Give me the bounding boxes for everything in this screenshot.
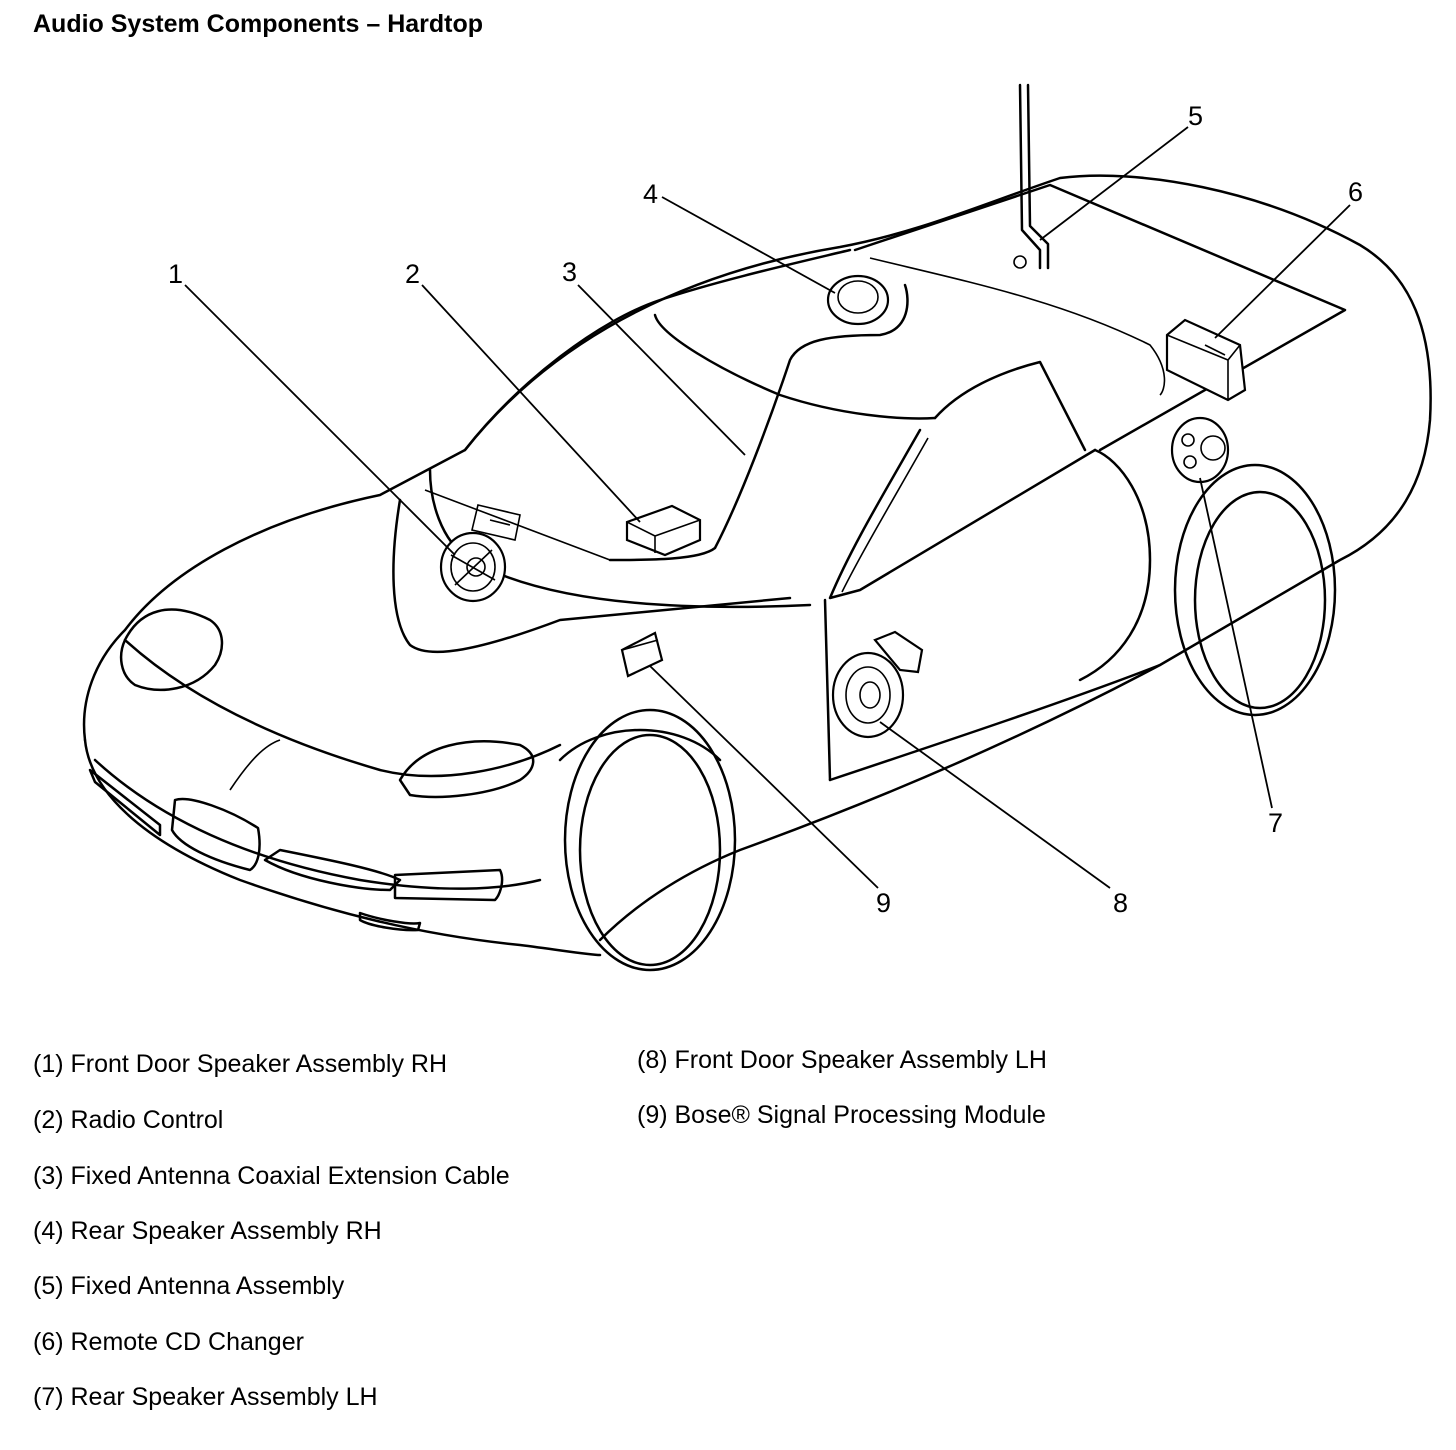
callout-2: 2 (405, 259, 420, 289)
legend-item-6: (6) Remote CD Changer (33, 1328, 304, 1356)
callout-4: 4 (643, 179, 658, 209)
legend-item-9: (9) Bose® Signal Processing Module (637, 1101, 1046, 1129)
legend-item-2: (2) Radio Control (33, 1106, 224, 1134)
legend-item-4: (4) Rear Speaker Assembly RH (33, 1217, 382, 1245)
car-body (82, 174, 1432, 972)
callout-3: 3 (562, 257, 577, 287)
callout-9: 9 (876, 888, 891, 918)
callout-7: 7 (1268, 808, 1283, 838)
fixed-antenna-icon (1013, 83, 1050, 270)
legend-item-1: (1) Front Door Speaker Assembly RH (33, 1050, 448, 1078)
car-audio-diagram: 1 2 3 4 5 6 7 8 9 (82, 83, 1432, 972)
rear-speaker-rh-icon (826, 274, 890, 326)
callout-5: 5 (1188, 101, 1203, 131)
legend-item-8: (8) Front Door Speaker Assembly LH (637, 1046, 1047, 1074)
legend-item-5: (5) Fixed Antenna Assembly (33, 1272, 345, 1300)
page-title: Audio System Components – Hardtop (33, 10, 484, 38)
rear-speaker-lh-icon (1170, 416, 1230, 484)
callout-6: 6 (1348, 177, 1363, 207)
bose-signal-processing-module-icon (620, 631, 664, 678)
radio-control-icon (625, 504, 702, 557)
legend-item-7: (7) Rear Speaker Assembly LH (33, 1383, 378, 1411)
callout-1: 1 (168, 259, 183, 289)
bracket-icon (471, 504, 521, 541)
callout-8: 8 (1113, 888, 1128, 918)
remote-cd-changer-icon (1165, 318, 1247, 402)
front-door-speaker-rh-icon (439, 531, 507, 603)
legend-item-3: (3) Fixed Antenna Coaxial Extension Cabl… (33, 1162, 510, 1190)
leader-lines (184, 126, 1351, 889)
coaxial-cable (608, 283, 909, 562)
front-door-speaker-lh-icon (831, 630, 924, 739)
